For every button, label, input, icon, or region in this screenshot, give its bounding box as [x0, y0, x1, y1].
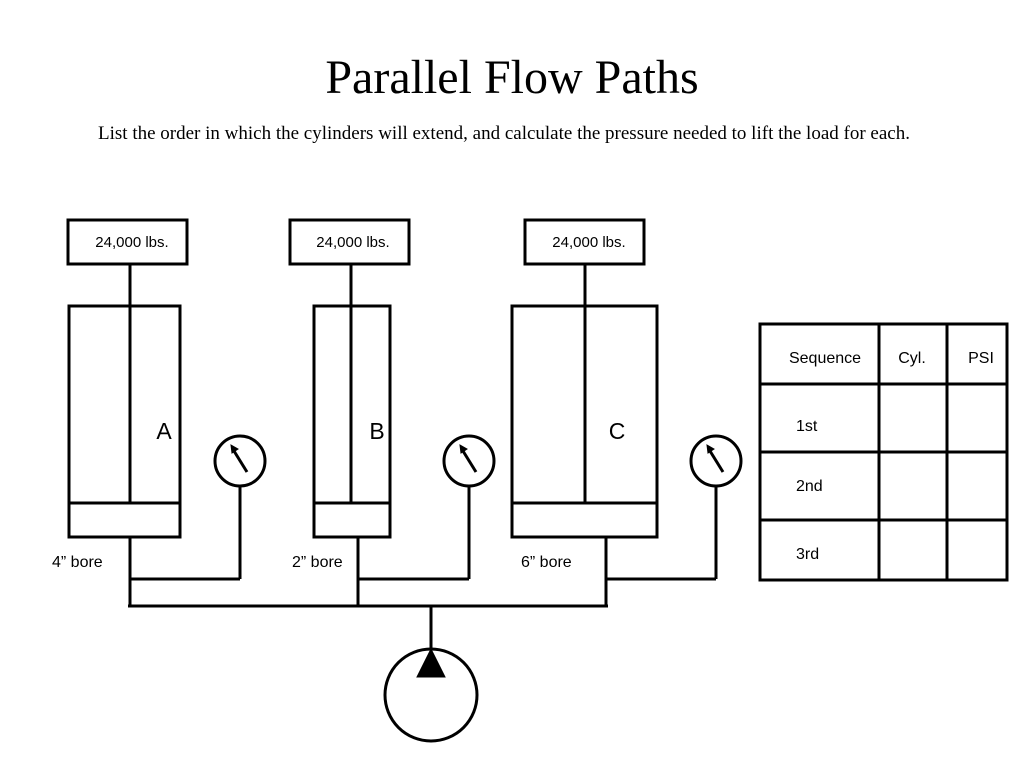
page-title: Parallel Flow Paths: [325, 51, 699, 104]
cylinder-b: [288, 218, 496, 606]
cylinder-label-a: A: [156, 418, 172, 444]
load-label-a: 24,000 lbs.: [95, 234, 168, 251]
cylinder-body-a: [67, 304, 182, 539]
cylinder-a: [66, 218, 267, 606]
table-header-psi: PSI: [968, 350, 994, 367]
instructions-text: List the order in which the cylinders wi…: [98, 123, 910, 144]
bore-label-a: 4” bore: [52, 554, 103, 571]
cylinder-label-c: C: [609, 418, 626, 444]
table-row-sequence-1: 1st: [796, 418, 818, 435]
table-header-sequence: Sequence: [789, 350, 861, 367]
answer-table: [758, 322, 1009, 582]
load-box-a: [66, 218, 189, 266]
cylinder-c: [510, 218, 743, 606]
bore-label-c: 6” bore: [521, 554, 572, 571]
pressure-gauge-icon: [213, 434, 267, 488]
pressure-gauge-icon: [689, 434, 743, 488]
load-label-c: 24,000 lbs.: [552, 234, 625, 251]
table-header-cyl: Cyl.: [898, 350, 926, 367]
cylinder-label-b: B: [369, 418, 384, 444]
pump-icon: [383, 647, 479, 743]
load-label-b: 24,000 lbs.: [316, 234, 389, 251]
load-box-c: [523, 218, 646, 266]
bore-label-b: 2” bore: [292, 554, 343, 571]
pressure-gauge-icon: [442, 434, 496, 488]
table-row-sequence-3: 3rd: [796, 546, 819, 563]
table-row-sequence-2: 2nd: [796, 478, 823, 495]
